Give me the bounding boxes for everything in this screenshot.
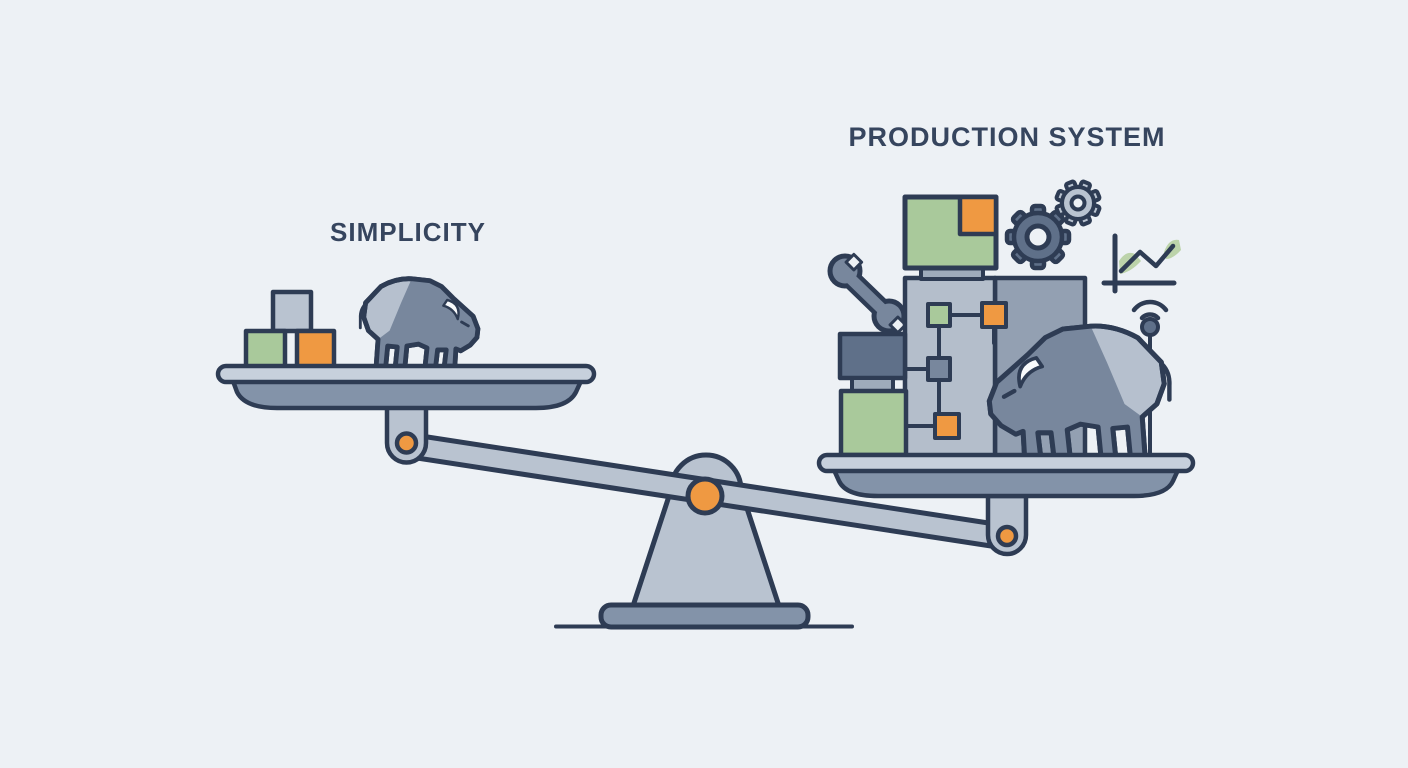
- right-title: PRODUCTION SYSTEM: [848, 122, 1165, 152]
- left-pan-bowl: [230, 378, 584, 411]
- node-green: [926, 302, 952, 328]
- left-bison: [358, 277, 480, 368]
- wrench-icon: [827, 252, 908, 335]
- beam-pivot: [685, 476, 725, 516]
- stand-base: [598, 602, 811, 630]
- left-title: SIMPLICITY: [330, 217, 486, 247]
- left-pan-rim: [215, 363, 597, 385]
- node-orange-top: [980, 301, 1008, 329]
- gear-icon-large: [1004, 203, 1072, 271]
- node-slate: [926, 356, 952, 382]
- gear-icon-small: [1054, 179, 1102, 227]
- right-pan-bowl: [831, 467, 1181, 499]
- stack-dark-box: [837, 331, 908, 381]
- left-block-gray: [270, 289, 314, 334]
- crate-orange-corner: [957, 194, 999, 237]
- right-pan-group: [816, 179, 1196, 557]
- flow-nodes: [903, 313, 996, 428]
- right-pan-rim: [816, 452, 1196, 474]
- left-block-orange: [294, 328, 337, 371]
- left-block-green: [243, 328, 288, 371]
- node-orange-bottom: [933, 412, 961, 440]
- left-pan-group: [215, 277, 597, 465]
- right-hinge-pin: [995, 524, 1019, 548]
- growth-chart-icon: [1101, 233, 1181, 294]
- left-hinge-pin: [394, 431, 419, 455]
- stack-green-box: [838, 388, 909, 458]
